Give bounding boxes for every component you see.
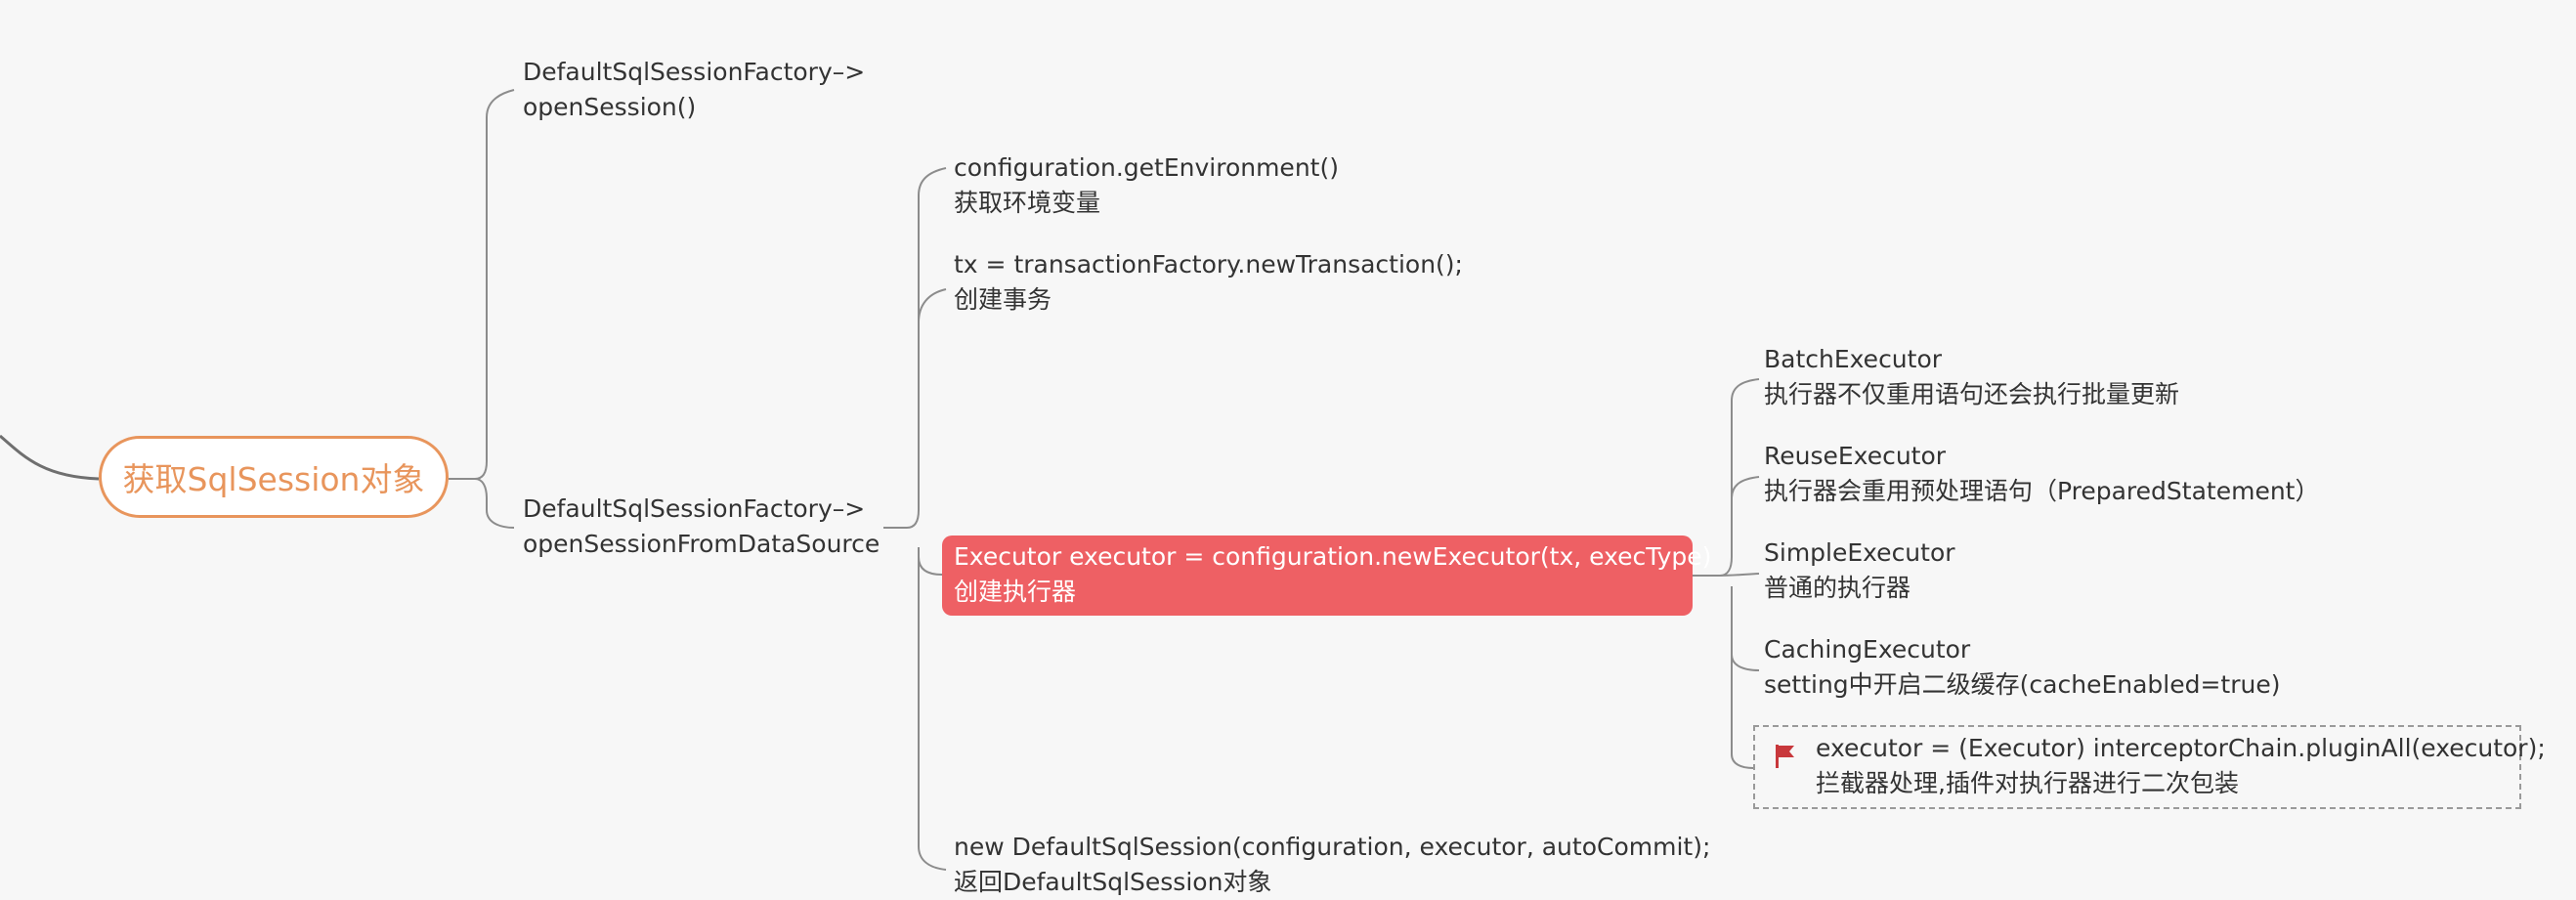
- branch-datasource-line2: openSessionFromDataSource: [523, 530, 880, 558]
- connector-central-branch2: [474, 478, 515, 529]
- branch-datasource-line1: DefaultSqlSessionFactory–>: [523, 494, 866, 523]
- step-new-executor[interactable]: Executor executor = configuration.newExe…: [942, 536, 1712, 616]
- step-new-transaction-line1: tx = transactionFactory.newTransaction()…: [954, 250, 1463, 279]
- connector-exec-caching: [1731, 586, 1760, 671]
- connector-exec-reuse: [1731, 476, 1760, 499]
- connector-parent: [0, 434, 100, 481]
- step-new-executor-line2: 创建执行器: [954, 578, 1077, 606]
- executor-simple-line1: SimpleExecutor: [1764, 538, 1955, 567]
- executor-caching-line2: setting中开启二级缓存(cacheEnabled=true): [1764, 670, 2281, 699]
- executor-reuse-line1: ReuseExecutor: [1764, 442, 1947, 470]
- step-new-default-sqlsession-line2: 返回DefaultSqlSession对象: [954, 868, 1272, 896]
- step-new-default-sqlsession[interactable]: new DefaultSqlSession(configuration, exe…: [954, 830, 1710, 900]
- executor-reuse[interactable]: ReuseExecutor 执行器会重用预处理语句（PreparedStatem…: [1764, 439, 2319, 509]
- interceptor-line1: executor = (Executor) interceptorChain.p…: [1816, 734, 2546, 762]
- executor-batch-line1: BatchExecutor: [1764, 345, 1943, 373]
- branch-open-session-line1: DefaultSqlSessionFactory–>: [523, 58, 866, 86]
- interceptor-line2: 拦截器处理,插件对执行器进行二次包装: [1816, 769, 2239, 797]
- executor-reuse-line2: 执行器会重用预处理语句（PreparedStatement）: [1764, 477, 2320, 505]
- connector-step2: [918, 288, 947, 323]
- step-get-environment[interactable]: configuration.getEnvironment() 获取环境变量: [954, 150, 1339, 221]
- step-new-transaction-line2: 创建事务: [954, 285, 1052, 314]
- executor-batch[interactable]: BatchExecutor 执行器不仅重用语句还会执行批量更新: [1764, 342, 2179, 412]
- step-new-executor-line1: Executor executor = configuration.newExe…: [954, 542, 1712, 571]
- connector-step4: [918, 547, 947, 871]
- connector-exec-simple: [1719, 573, 1760, 577]
- connector-step3: [918, 547, 943, 576]
- branch-open-session-from-datasource[interactable]: DefaultSqlSessionFactory–> openSessionFr…: [523, 492, 880, 562]
- step-get-environment-line1: configuration.getEnvironment(): [954, 153, 1339, 182]
- connector-branch2-stem: [883, 167, 947, 529]
- step-new-default-sqlsession-line1: new DefaultSqlSession(configuration, exe…: [954, 833, 1711, 861]
- connector-exec-interceptor: [1731, 655, 1754, 769]
- step-new-transaction[interactable]: tx = transactionFactory.newTransaction()…: [954, 247, 1463, 318]
- interceptor-plugin-note[interactable]: executor = (Executor) interceptorChain.p…: [1753, 725, 2546, 809]
- executor-simple[interactable]: SimpleExecutor 普通的执行器: [1764, 536, 1955, 606]
- executor-simple-line2: 普通的执行器: [1764, 574, 1911, 602]
- executor-caching[interactable]: CachingExecutor setting中开启二级缓存(cacheEnab…: [1764, 632, 2281, 703]
- executor-caching-line1: CachingExecutor: [1764, 635, 1971, 664]
- step-get-environment-line2: 获取环境变量: [954, 189, 1101, 217]
- branch-open-session-line2: openSession(): [523, 93, 697, 121]
- connector-central-trunk: [449, 89, 515, 480]
- flag-icon: [1773, 743, 1798, 770]
- central-topic[interactable]: 获取SqlSession对象: [99, 436, 449, 518]
- central-topic-label: 获取SqlSession对象: [122, 460, 425, 498]
- branch-open-session[interactable]: DefaultSqlSessionFactory–> openSession(): [523, 55, 865, 125]
- executor-batch-line2: 执行器不仅重用语句还会执行批量更新: [1764, 380, 2180, 408]
